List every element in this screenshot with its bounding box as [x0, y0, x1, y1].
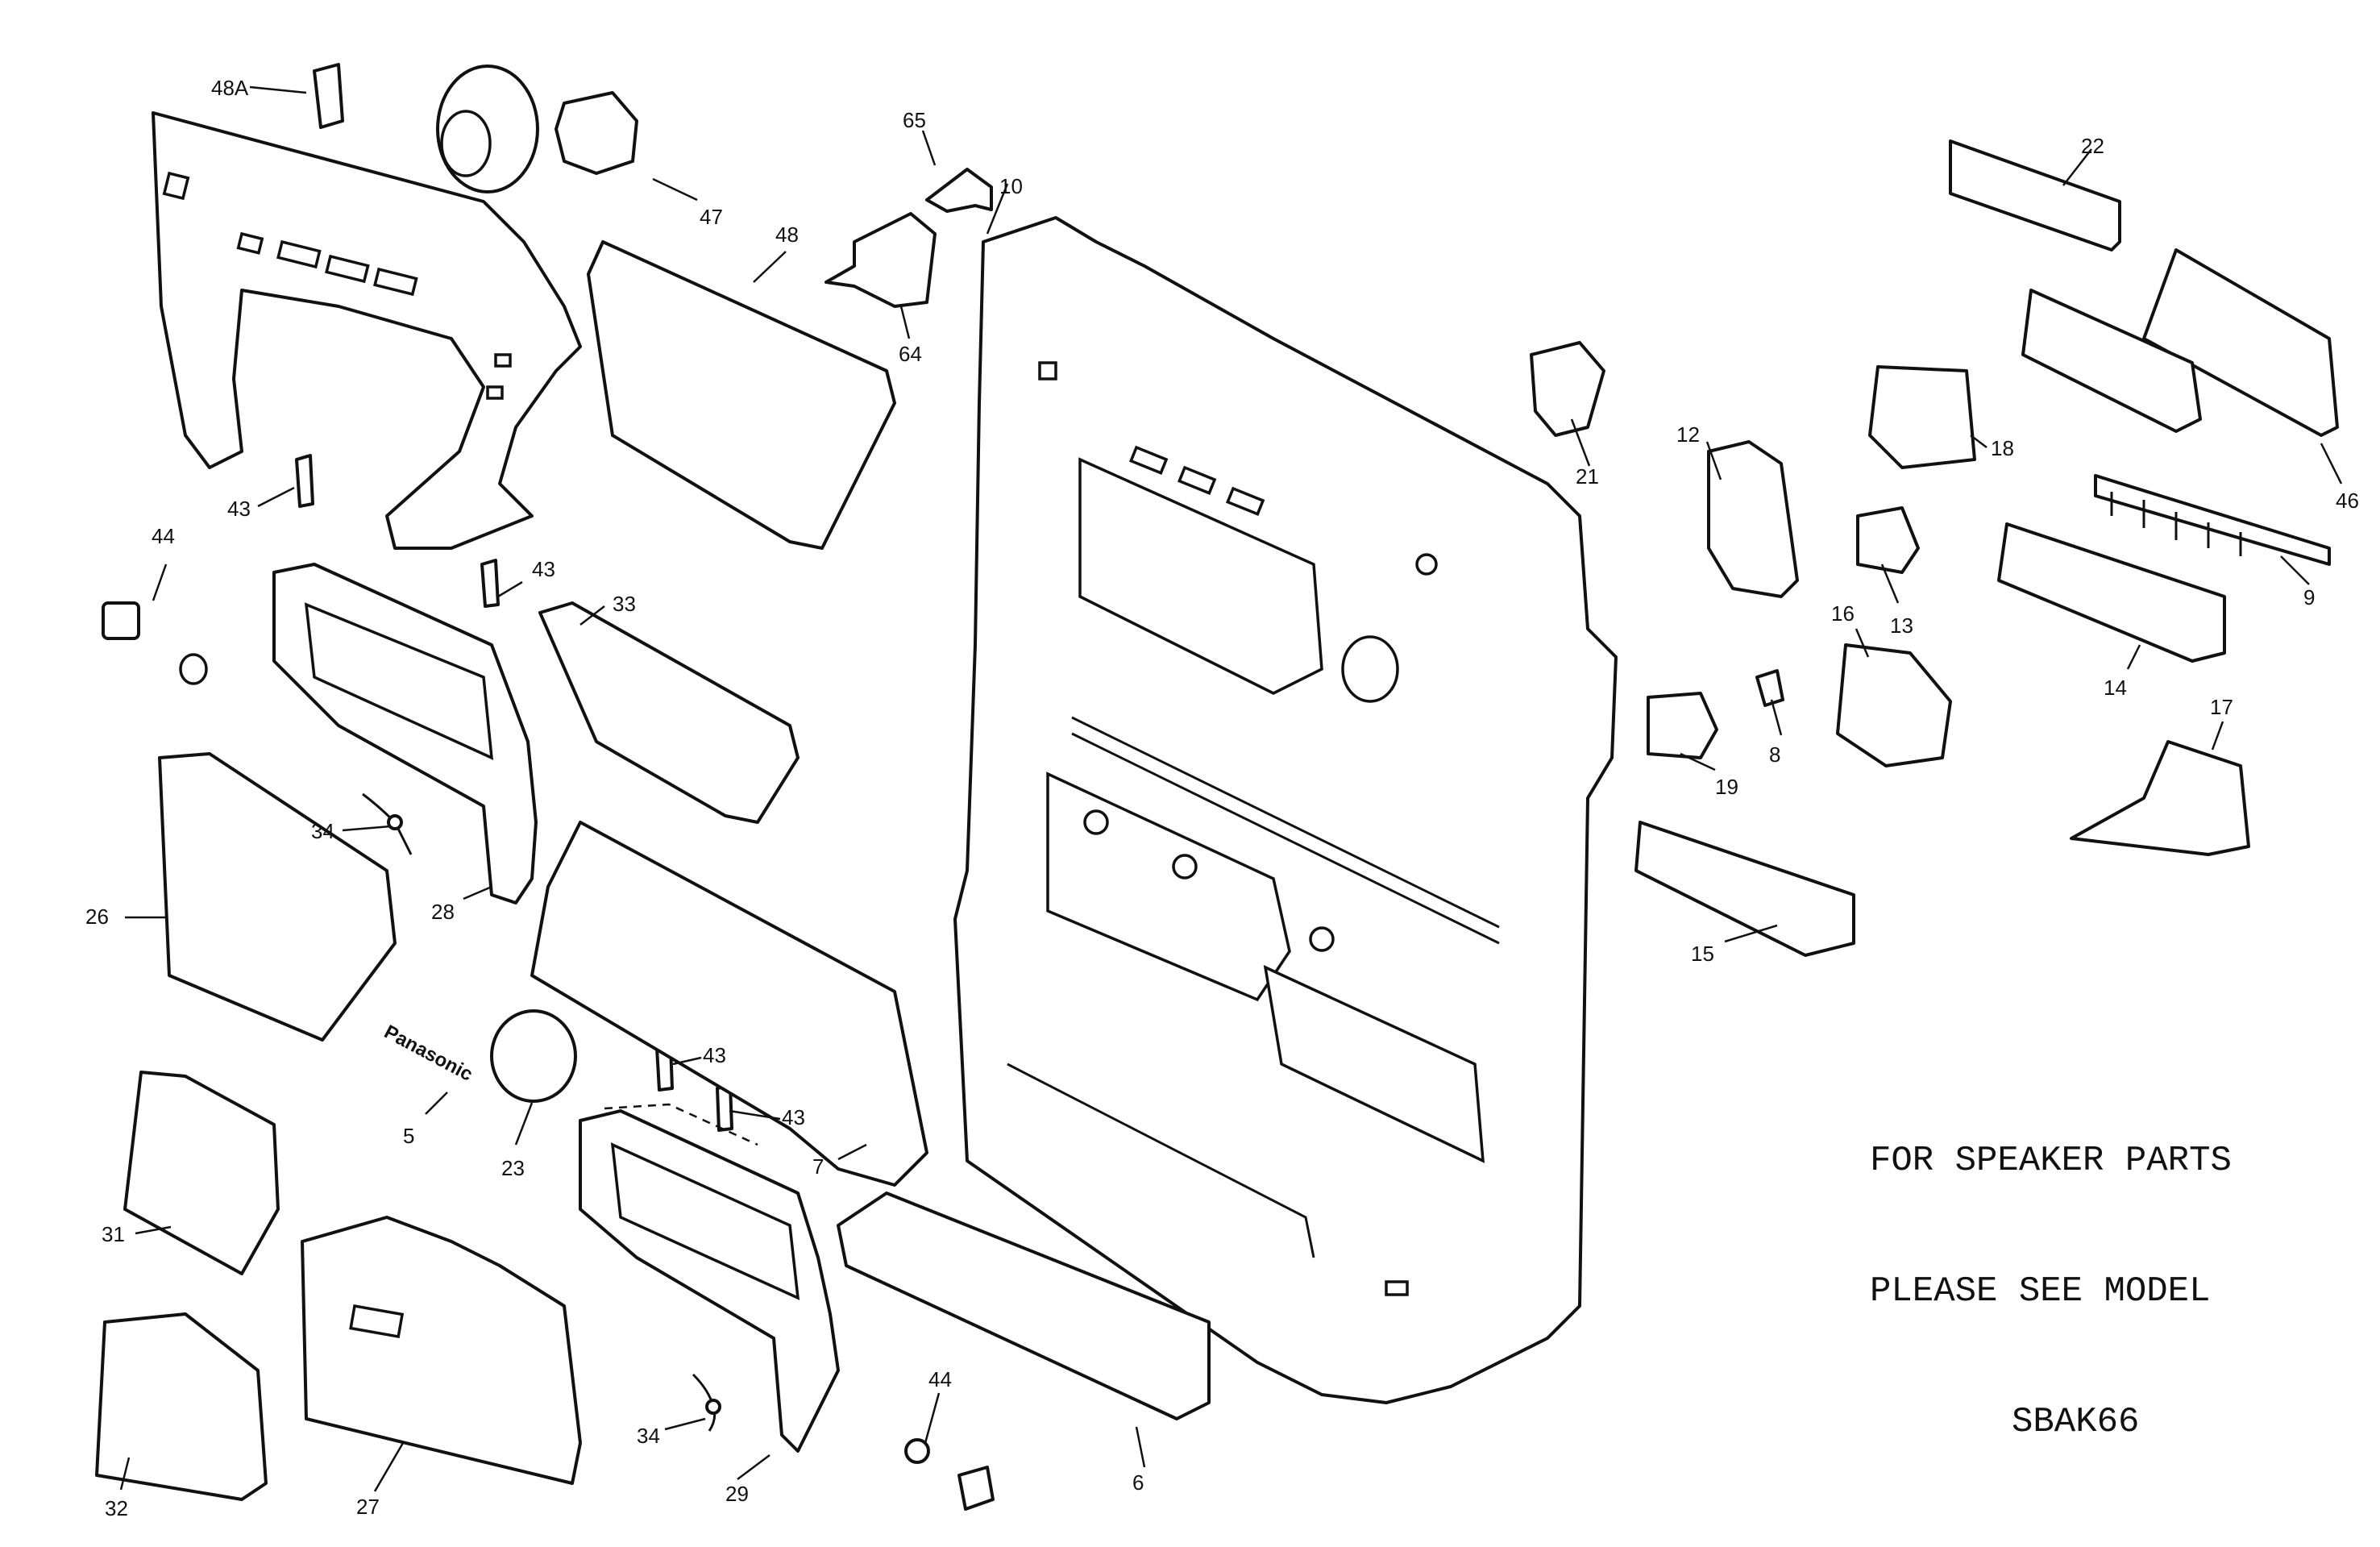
brand-label: Panasonic: [380, 1021, 476, 1085]
callout-7: 7: [812, 1154, 824, 1179]
part-47-knob: [436, 64, 539, 193]
part-32-side-cover: [95, 1312, 268, 1501]
callout-18: 18: [1991, 436, 2014, 460]
callout-33: 33: [613, 592, 636, 616]
callout-5: 5: [403, 1124, 414, 1148]
part-64-holder: [824, 212, 937, 308]
callout-34-upper: 34: [311, 819, 334, 843]
part-22-switch-board: [1949, 139, 2121, 252]
part-44-cap-lower: [904, 1438, 995, 1511]
callout-47: 47: [700, 205, 723, 229]
callout-64: 64: [899, 342, 922, 366]
part-19-knob: [1647, 692, 1718, 759]
part-43-clip-b: [480, 559, 500, 608]
callout-46: 46: [2336, 489, 2359, 513]
callout-43-a: 43: [227, 497, 251, 521]
callout-22: 22: [2081, 134, 2104, 158]
callout-9: 9: [2303, 585, 2315, 609]
callout-13: 13: [1890, 613, 1913, 638]
part-44-cap-upper: [102, 601, 208, 685]
part-29-holder-frame: [579, 1103, 840, 1453]
callout-16: 16: [1831, 601, 1855, 626]
part-65-bracket: [925, 168, 993, 213]
callout-labels: 48A 47 48 65 64 10 22 46 21 12 18 13 9 1…: [85, 76, 2359, 1520]
part-27-rear-panel: [301, 1216, 582, 1485]
callout-48: 48: [775, 222, 799, 247]
callout-10: 10: [999, 174, 1023, 198]
part-34-spring-lower: [692, 1373, 721, 1432]
callout-29: 29: [725, 1482, 749, 1506]
part-47-motor: [555, 91, 638, 175]
callout-34-lower: 34: [637, 1424, 660, 1448]
note-line-2: PLEASE SEE MODEL: [1870, 1271, 2211, 1312]
part-8-pin: [1755, 669, 1784, 707]
part-31-side-cover: [123, 1071, 280, 1275]
part-33-window: [538, 601, 800, 824]
callout-23: 23: [501, 1156, 525, 1180]
part-16-cover: [1836, 643, 1952, 767]
callout-28: 28: [431, 900, 455, 924]
part-17-bracket: [2070, 740, 2250, 856]
callout-8: 8: [1769, 742, 1780, 767]
callout-19: 19: [1715, 775, 1738, 799]
note-line-1: FOR SPEAKER PARTS: [1870, 1141, 2232, 1181]
part-front-bezel-upper: [152, 111, 582, 550]
callout-48a: 48A: [211, 76, 249, 100]
part-15-holder: [1634, 821, 1855, 957]
speaker-parts-note: FOR SPEAKER PARTS PLEASE SEE MODEL SBAK6…: [1870, 1052, 2232, 1487]
part-18-button: [1868, 365, 1976, 469]
callout-12: 12: [1676, 422, 1700, 447]
callout-17: 17: [2210, 695, 2233, 719]
note-line-3: SBAK66: [2012, 1402, 2140, 1442]
callout-44-upper: 44: [152, 524, 175, 548]
callout-21: 21: [1576, 464, 1599, 489]
part-10-main-panel: [953, 216, 1618, 1404]
part-43-clip-a: [295, 454, 314, 508]
part-34-spring-upper: [362, 792, 413, 855]
leader-lines: [119, 85, 2343, 1492]
callout-31: 31: [102, 1222, 125, 1246]
part-12-knob-holder: [1707, 440, 1799, 598]
callout-14: 14: [2104, 676, 2127, 700]
part-28-holder-frame: [272, 563, 538, 904]
callout-43-d: 43: [782, 1105, 805, 1129]
callout-27: 27: [356, 1495, 380, 1519]
part-9-button-strip: [2094, 474, 2331, 566]
callout-26: 26: [85, 904, 109, 929]
callout-65: 65: [903, 108, 926, 132]
callout-43-b: 43: [532, 557, 555, 581]
part-13-button: [1856, 506, 1920, 574]
part-7-lower-panel: [530, 821, 928, 1187]
callout-44-lower: 44: [928, 1367, 952, 1391]
part-14-button-holder: [1997, 522, 2226, 663]
callout-32: 32: [105, 1496, 128, 1520]
part-48-window: [587, 240, 896, 550]
part-26-side-panel: [158, 752, 397, 1042]
part-46-holder-assembly: [2021, 248, 2339, 437]
part-21-lever: [1530, 341, 1605, 437]
part-48a-clip: [313, 63, 344, 129]
part-23-disc: [490, 1009, 577, 1103]
part-6-front-strip: [837, 1191, 1211, 1420]
callout-15: 15: [1691, 942, 1714, 966]
callout-6: 6: [1132, 1470, 1144, 1495]
callout-43-c: 43: [703, 1043, 726, 1067]
